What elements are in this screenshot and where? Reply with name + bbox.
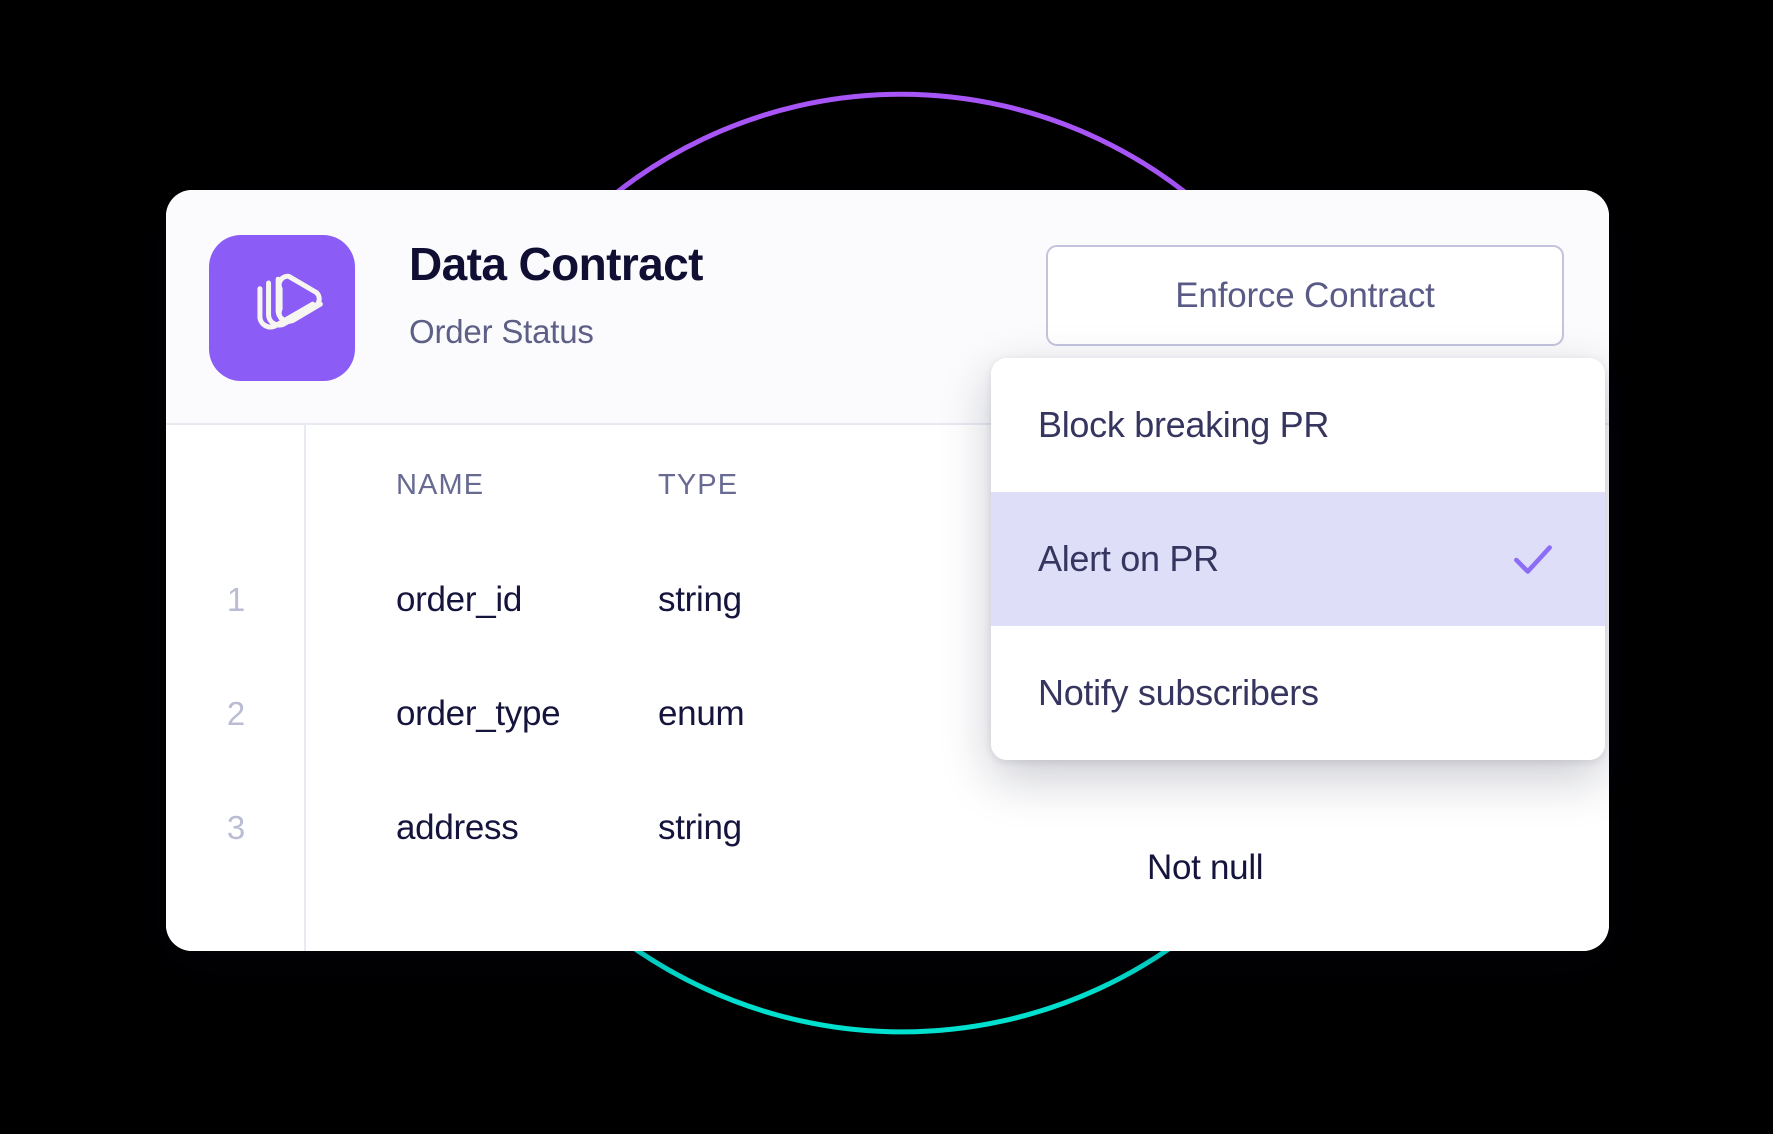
header-titles: Data Contract Order Status: [409, 237, 703, 351]
row-index: 1: [226, 581, 246, 618]
check-icon: [1508, 534, 1558, 584]
th-name: NAME: [396, 468, 485, 501]
field-name: address: [396, 808, 519, 847]
menu-item-label: Notify subscribers: [1038, 672, 1319, 713]
table-header-row: NAME TYPE: [166, 427, 1609, 543]
row-index-column: [166, 425, 306, 951]
field-type: string: [658, 808, 742, 847]
table-row[interactable]: 3 address string: [166, 771, 1609, 885]
field-type: string: [658, 580, 742, 619]
page-title: Data Contract: [409, 238, 703, 290]
table-content: NAME TYPE 1 order_id string 2 order_type…: [166, 427, 1609, 885]
enforcement-dropdown-menu: Block breaking PR Alert on PR Notify sub…: [991, 358, 1605, 760]
field-name: order_type: [396, 694, 561, 733]
enforce-contract-button[interactable]: Enforce Contract: [1046, 245, 1564, 346]
th-type: TYPE: [658, 468, 739, 501]
spiral-contract-logo-icon: [209, 235, 355, 381]
table-row[interactable]: 2 order_type enum: [166, 657, 1609, 771]
menu-item-label: Block breaking PR: [1038, 404, 1330, 445]
data-contract-card: Data Contract Order Status Enforce Contr…: [166, 190, 1609, 951]
table-row[interactable]: 1 order_id string: [166, 543, 1609, 657]
page-subtitle: Order Status: [409, 313, 594, 351]
menu-item-label: Alert on PR: [1038, 538, 1219, 579]
menu-item-block-breaking-pr[interactable]: Block breaking PR: [991, 358, 1605, 492]
row-index: 3: [226, 809, 246, 846]
field-type: enum: [658, 694, 745, 733]
row-index: 2: [226, 695, 246, 732]
field-rule-not-null: Not null: [1147, 848, 1264, 887]
menu-item-alert-on-pr[interactable]: Alert on PR: [991, 492, 1605, 626]
menu-item-notify-subscribers[interactable]: Notify subscribers: [991, 626, 1605, 760]
field-name: order_id: [396, 580, 523, 619]
